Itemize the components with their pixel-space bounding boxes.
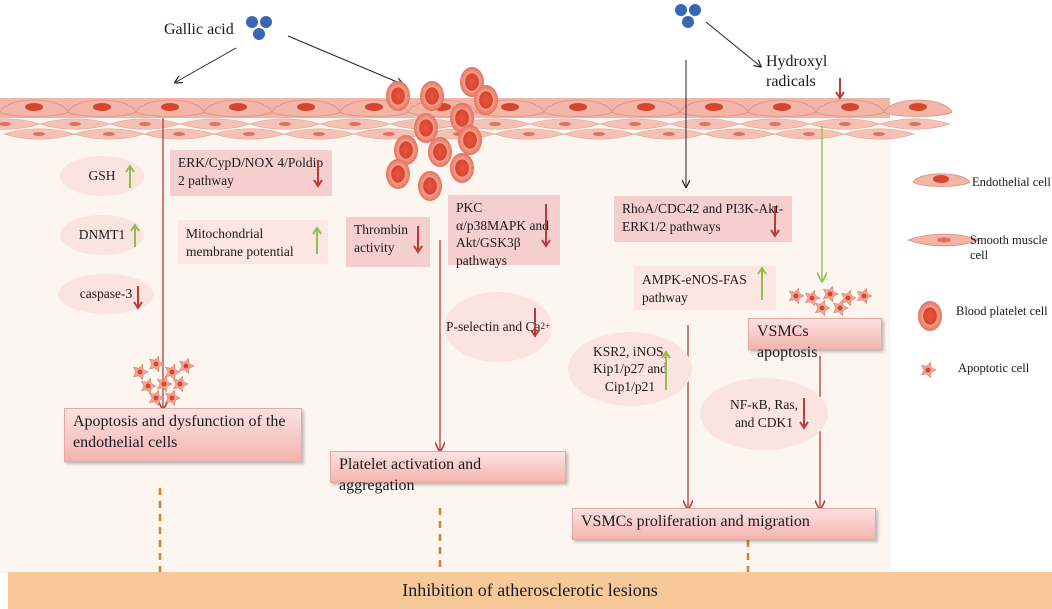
ksr2-oval: KSR2, iNOS, Kip1/p27 and Cip1/p21 [568,332,692,406]
vsmc-apoptosis-box: VSMCs apoptosis [748,318,882,361]
arrow-to-hydroxyl [705,21,760,66]
erk-pathway-box: ERK/CypD/NOX 4/Poldip 2 pathway [170,150,332,196]
apoptotic-cell [804,289,821,307]
platelet-cell [450,153,474,183]
platelet-cell [414,113,438,143]
apoptotic-cell [840,289,857,307]
legend-endothelial-icon [912,173,971,187]
endothelial-cell [747,99,817,117]
endothelial-cell [543,99,613,117]
smooth-muscle-cell [879,118,951,130]
pkc-pathway-box: PKC α/p38MAPK and Akt/GSK3β pathways [448,195,560,268]
endothelial-cell [203,99,273,117]
apoptotic-cell [822,285,839,303]
inhibition-label: Inhibition of atherosclerotic lesions [402,580,658,600]
apoptotic-cells-right [788,285,873,317]
endothelial-outcome-box: Apoptosis and dysfunction of the endothe… [64,408,302,462]
legend-apoptotic-label: Apoptotic cell [958,361,1030,375]
apoptotic-cell [164,389,181,407]
endothelial-cell [815,99,885,117]
endothelial-layer [0,98,953,118]
rhoa-pathway-box: RhoA/CDC42 and PI3K-Akt-ERK1/2 pathways [614,196,792,242]
platelet-cell [418,171,442,201]
legend-endothelial-label: Endothelial cell [972,175,1051,189]
vessel-wall-background [0,118,890,573]
endothelial-cell [0,99,69,117]
platelet-cell [394,135,418,165]
vsmc-proliferation-box: VSMCs proliferation and migration [572,508,876,540]
apoptotic-cell [148,389,165,407]
apoptotic-cell [148,355,165,373]
platelet-cell [428,137,452,167]
molecule-icon-top-right [675,4,701,28]
apoptotic-cell [164,363,181,381]
apoptotic-cell [920,361,937,379]
gallic-acid-molecule-icon [246,16,272,40]
mitochondrial-potential-box: Mitochondrial membrane potential [178,220,328,264]
platelet-cell [420,81,444,111]
smooth-muscle-cell [459,118,531,130]
apoptotic-cells-left [132,355,195,407]
legend-platelet-label: Blood platelet cell [956,304,1048,318]
apoptotic-cell [172,375,189,393]
inhibition-bar: Inhibition of atherosclerotic lesions [8,572,1052,609]
hydroxyl-radicals-label: Hydroxyl radicals [766,53,828,90]
platelet-cell [386,159,410,189]
apoptotic-cell [178,357,195,375]
apoptotic-cell [788,287,805,305]
gallic-acid-label: Gallic acid [164,21,234,38]
apoptotic-cell [132,363,149,381]
caspase3-oval: caspase-3 [58,274,154,314]
apoptotic-cell [814,299,831,317]
nfkb-oval: NF-κB, Ras, and CDK1 [700,378,828,450]
endothelial-cell [883,99,953,117]
arrow-gallic-to-platelets [287,35,402,84]
legend-smooth-muscle-icon [906,233,982,247]
apoptotic-cell [832,299,849,317]
smooth-muscle-cell [319,118,391,130]
platelet-cluster [386,67,498,201]
legend-platelet-icon [918,301,942,331]
apoptotic-cell [140,377,157,395]
smooth-muscle-cell [143,128,215,140]
smooth-muscle-cell [843,128,915,140]
platelet-cell [386,81,410,111]
apoptotic-cell [156,375,173,393]
gsh-oval: GSH [60,156,144,196]
platelet-cell [474,85,498,115]
legend-apoptotic-icon [920,361,937,379]
legend-smooth-muscle-label: Smooth muscle cell [970,233,1048,262]
arrow-gallic-to-endothelium [176,47,237,82]
thrombin-activity-box: Thrombin activity [346,217,430,267]
dnmt1-oval: DNMT1 [60,215,144,255]
apoptotic-cell [856,287,873,305]
platelet-outcome-box: Platelet activation and aggregation [330,451,566,494]
platelet-cell [458,125,482,155]
endothelial-cell [679,99,749,117]
ampk-pathway-box: AMPK-eNOS-FAS pathway [634,266,776,310]
smooth-muscle-cell [493,128,565,140]
